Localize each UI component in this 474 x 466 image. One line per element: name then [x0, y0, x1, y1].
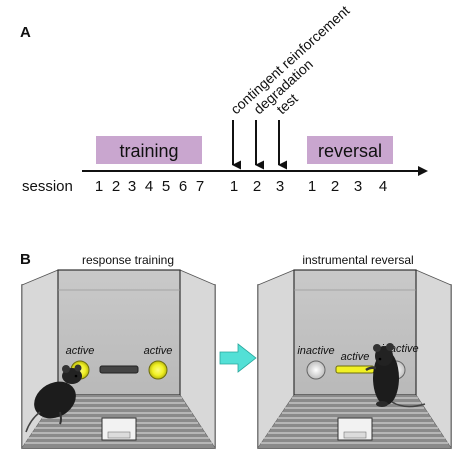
- training-session-3: 3: [128, 178, 136, 195]
- right-chamber: inactive active inactive: [257, 269, 452, 450]
- training-phase-box: [96, 136, 202, 164]
- left-active-label-1: active: [66, 345, 95, 357]
- training-session-4: 4: [145, 178, 153, 195]
- reversal-session-2: 2: [331, 178, 339, 195]
- panel-a: A training reversal session 1 2 3 4 5 6 …: [20, 2, 428, 195]
- panel-b-letter: B: [20, 251, 31, 268]
- panel-b: B response training instrumental reversa…: [20, 251, 452, 450]
- session-axis-label: session: [22, 178, 73, 195]
- training-session-2: 2: [112, 178, 120, 195]
- right-inactive-label-1: inactive: [297, 345, 334, 357]
- response-training-title: response training: [82, 253, 174, 267]
- left-mouse: [25, 364, 82, 433]
- right-inactive-hole-1: [306, 360, 326, 380]
- degradation-session-1: 1: [230, 178, 238, 195]
- right-mouse: [365, 343, 426, 408]
- left-lever-slot: [99, 365, 139, 374]
- reversal-phase-box: [307, 136, 393, 164]
- training-session-7: 7: [196, 178, 204, 195]
- training-session-5: 5: [162, 178, 170, 195]
- left-active-label-2: active: [144, 345, 173, 357]
- reversal-phase-label: reversal: [318, 141, 382, 161]
- instrumental-reversal-title: instrumental reversal: [302, 253, 413, 267]
- reversal-session-4: 4: [379, 178, 387, 195]
- training-session-1: 1: [95, 178, 103, 195]
- right-active-label: active: [341, 351, 370, 363]
- degradation-session-3: 3: [276, 178, 284, 195]
- reversal-session-3: 3: [354, 178, 362, 195]
- left-chamber: active active: [21, 269, 216, 450]
- left-active-hole-2: [148, 360, 168, 380]
- transition-arrow: [219, 343, 257, 373]
- degradation-session-2: 2: [253, 178, 261, 195]
- panel-a-letter: A: [20, 24, 31, 41]
- reversal-session-1: 1: [308, 178, 316, 195]
- training-session-6: 6: [179, 178, 187, 195]
- session-tick-labels: 1 2 3 4 5 6 7 1 2 3 1 2 3 4: [95, 178, 387, 195]
- training-phase-label: training: [119, 141, 178, 161]
